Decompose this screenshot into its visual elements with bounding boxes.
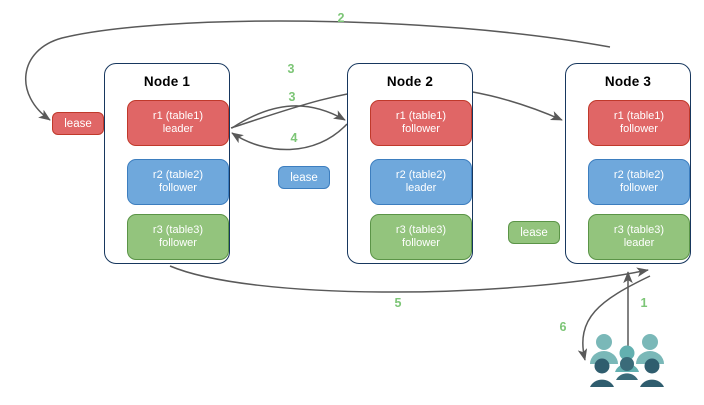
replica-role: leader [623,237,655,249]
replica-node2-r2[interactable]: r2 (table2) leader [370,159,472,205]
replica-name: r2 (table2) [395,168,447,181]
arrow-step-3-node2 [231,105,346,129]
node-title-node2: Node 2 [386,74,434,89]
replica-name: r1 (table1) [395,109,447,122]
step-label-1: 1 [640,296,648,310]
lease-badge-green[interactable]: lease [508,221,560,244]
node-container-node1[interactable]: Node 1 r1 (table1) leader r2 (table2) fo… [104,63,230,264]
replica-name: r3 (table3) [152,223,204,236]
node-container-node2[interactable]: Node 2 r1 (table1) follower r2 (table2) … [347,63,473,264]
replica-role: follower [402,237,440,249]
replica-name: r3 (table3) [395,223,447,236]
replica-name: r3 (table3) [613,223,665,236]
replica-node3-r1[interactable]: r1 (table1) follower [588,100,690,146]
step-label-6: 6 [559,320,567,334]
step-label-3a: 3 [287,62,295,76]
replica-node1-r1[interactable]: r1 (table1) leader [127,100,229,146]
replica-node1-r3[interactable]: r3 (table3) follower [127,214,229,260]
replica-role: follower [402,123,440,135]
replica-role: leader [405,182,437,194]
node-title-node1: Node 1 [143,74,191,89]
users-icon [590,334,664,387]
replica-name: r1 (table1) [613,109,665,122]
lease-badge-red[interactable]: lease [52,112,104,135]
step-label-3b: 3 [288,90,296,104]
replica-role: leader [162,123,194,135]
step-label-4: 4 [290,131,298,145]
step-label-5: 5 [394,296,402,310]
replica-role: follower [620,123,658,135]
replica-name: r1 (table1) [152,109,204,122]
replica-node3-r3[interactable]: r3 (table3) leader [588,214,690,260]
replica-name: r2 (table2) [613,168,665,181]
replica-role: follower [159,237,197,249]
replica-node1-r2[interactable]: r2 (table2) follower [127,159,229,205]
replica-node2-r1[interactable]: r1 (table1) follower [370,100,472,146]
node-container-node3[interactable]: Node 3 r1 (table1) follower r2 (table2) … [565,63,691,264]
replica-node2-r3[interactable]: r3 (table3) follower [370,214,472,260]
lease-badge-blue[interactable]: lease [278,166,330,189]
replica-name: r2 (table2) [152,168,204,181]
node-title-node3: Node 3 [604,74,652,89]
step-label-2: 2 [337,11,345,25]
replica-node3-r2[interactable]: r2 (table2) follower [588,159,690,205]
replica-role: follower [159,182,197,194]
replica-role: follower [620,182,658,194]
arrow-step-5 [169,265,649,293]
